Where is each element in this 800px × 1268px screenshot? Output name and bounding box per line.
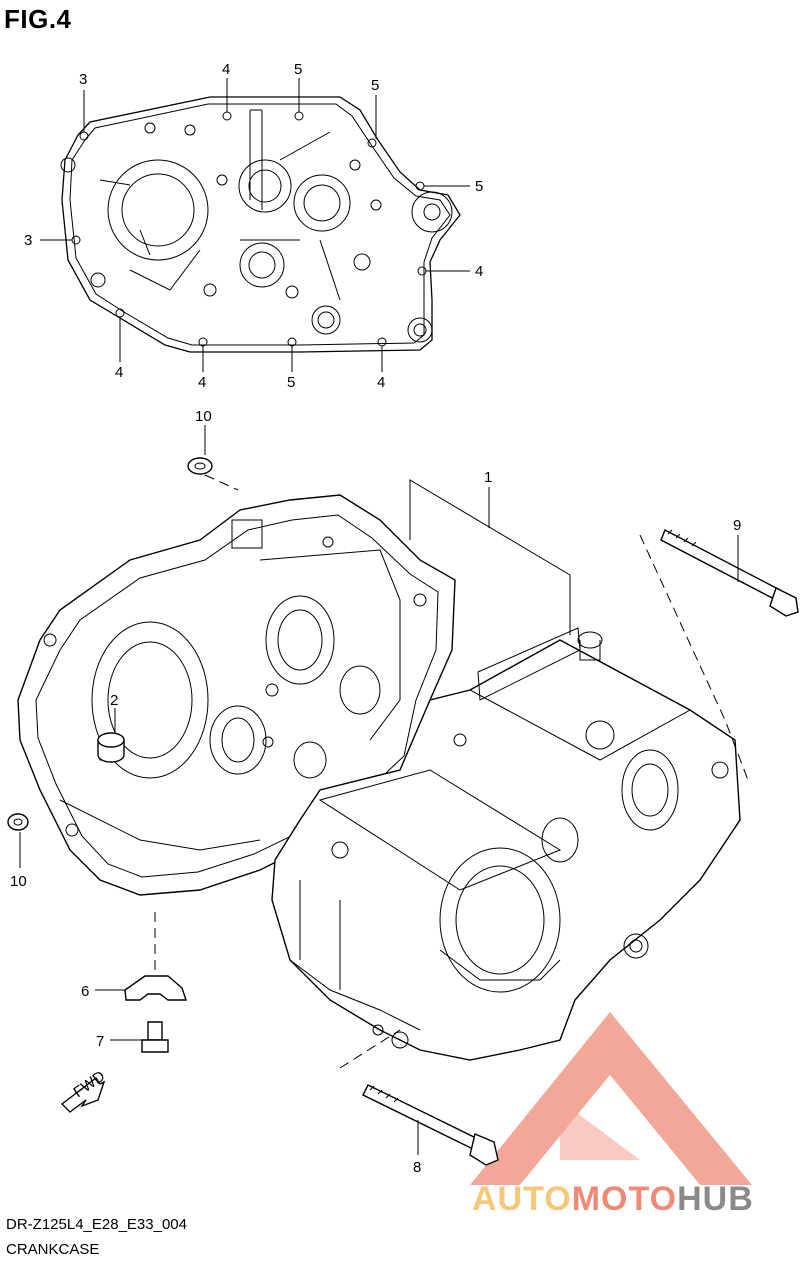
callout-5c: 5 [475, 178, 483, 195]
callout-4d: 4 [198, 374, 206, 391]
callout-2: 2 [110, 692, 118, 709]
nut-part-10-left [7, 813, 29, 868]
dowel-part-2 [97, 708, 125, 763]
plate-part-6 [95, 975, 187, 1001]
main-callout-numbers: 10 1 9 2 10 6 7 8 [10, 408, 741, 1176]
watermark-logo [470, 1012, 752, 1185]
alignment-lines [154, 474, 749, 1069]
diagram-code: DR-Z125L4_E28_E33_004 [6, 1216, 187, 1233]
nut-part-10-top [187, 425, 213, 475]
callout-3b: 3 [24, 232, 32, 249]
figure-title: FIG.4 [4, 4, 72, 34]
callout-1: 1 [484, 469, 492, 486]
bolt-part-7 [110, 1021, 169, 1053]
crankcase-face-view [60, 96, 461, 353]
top-callout-leaders [40, 78, 470, 372]
callout-4e: 4 [377, 374, 385, 391]
callout-5d: 5 [287, 374, 295, 391]
callout-10b: 10 [10, 873, 27, 890]
callout-4a: 4 [222, 61, 230, 78]
callout-5a: 5 [294, 61, 302, 78]
callout-8: 8 [413, 1159, 421, 1176]
brand-part-1: AUTO [472, 1180, 572, 1218]
callout-5b: 5 [371, 77, 379, 94]
bolt-part-8 [362, 1084, 499, 1166]
brand-part-3: HUB [677, 1180, 754, 1218]
diagram-name: CRANKCASE [6, 1241, 100, 1258]
callout-7: 7 [96, 1033, 104, 1050]
callout-9: 9 [733, 517, 741, 534]
callout-4b: 4 [475, 263, 483, 280]
top-callout-numbers: 3 4 5 5 5 3 4 4 4 5 4 [24, 61, 483, 391]
bolt-part-9 [660, 529, 799, 617]
callout-10a: 10 [195, 408, 212, 425]
callout-1-bracket [409, 479, 571, 635]
brand-wordmark: AUTOMOTOHUB [472, 1180, 754, 1219]
right-crankcase-half [271, 627, 741, 1061]
callout-6: 6 [81, 983, 89, 1000]
brand-part-2: MOTO [571, 1180, 678, 1218]
callout-3a: 3 [79, 71, 87, 88]
callout-4c: 4 [115, 364, 123, 381]
fwd-arrow-icon: FWD [60, 1068, 108, 1113]
